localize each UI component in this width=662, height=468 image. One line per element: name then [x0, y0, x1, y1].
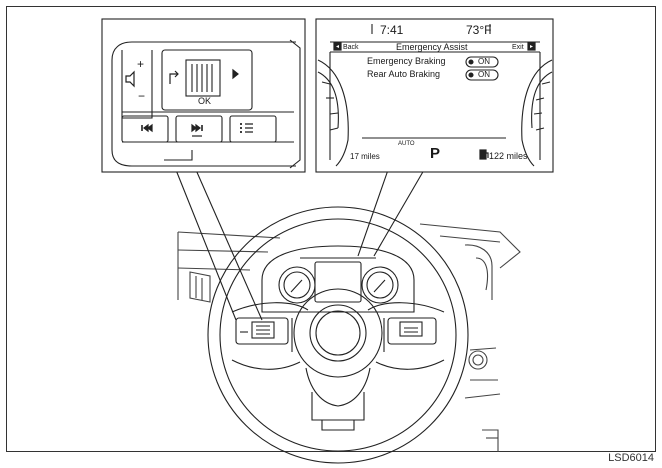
gear-indicator: P [430, 145, 441, 162]
emergency-braking-value: ON [478, 57, 490, 66]
callout-leaders [175, 169, 425, 321]
back-label: Back [343, 44, 359, 51]
exit-arrow-icon [527, 42, 536, 51]
steering-hub [231, 288, 445, 431]
switch-panel-inset [101, 18, 306, 173]
right-arrow-icon [232, 68, 239, 80]
figure-code: LSD6014 [608, 452, 654, 464]
dashboard-outline [177, 223, 521, 452]
volume-minus-label: − [138, 89, 146, 103]
back-arrow-icon [333, 42, 342, 51]
fuel-pump-icon [479, 149, 489, 160]
exit-label: Exit [512, 44, 524, 51]
rear-auto-braking-value: ON [478, 70, 490, 79]
clock-time: 7:41 [380, 23, 404, 37]
figure-frame [6, 6, 656, 452]
rear-auto-braking-label: Rear Auto Braking [367, 69, 441, 79]
screen-title: Emergency Assist [396, 42, 468, 52]
fuel-range-readout: 122 miles [489, 151, 528, 161]
outside-temperature: 73°F [466, 23, 492, 37]
wheel-left-switch-cluster [235, 317, 289, 345]
volume-icon [125, 70, 135, 88]
emergency-braking-label: Emergency Braking [367, 56, 446, 66]
volume-plus-label: + [137, 57, 145, 71]
instrument-cluster [261, 245, 415, 313]
return-icon [169, 70, 179, 84]
steering-wheel-rim [207, 206, 469, 464]
menu-list-icon [240, 123, 253, 133]
left-range-readout: 17 miles [350, 152, 380, 161]
track-forward-icon [191, 123, 203, 137]
drive-mode-label: AUTO [398, 141, 415, 147]
ok-label: OK [198, 96, 212, 106]
wheel-right-switch-cluster [387, 317, 437, 345]
display-inset [315, 18, 554, 173]
track-back-icon [141, 123, 153, 133]
